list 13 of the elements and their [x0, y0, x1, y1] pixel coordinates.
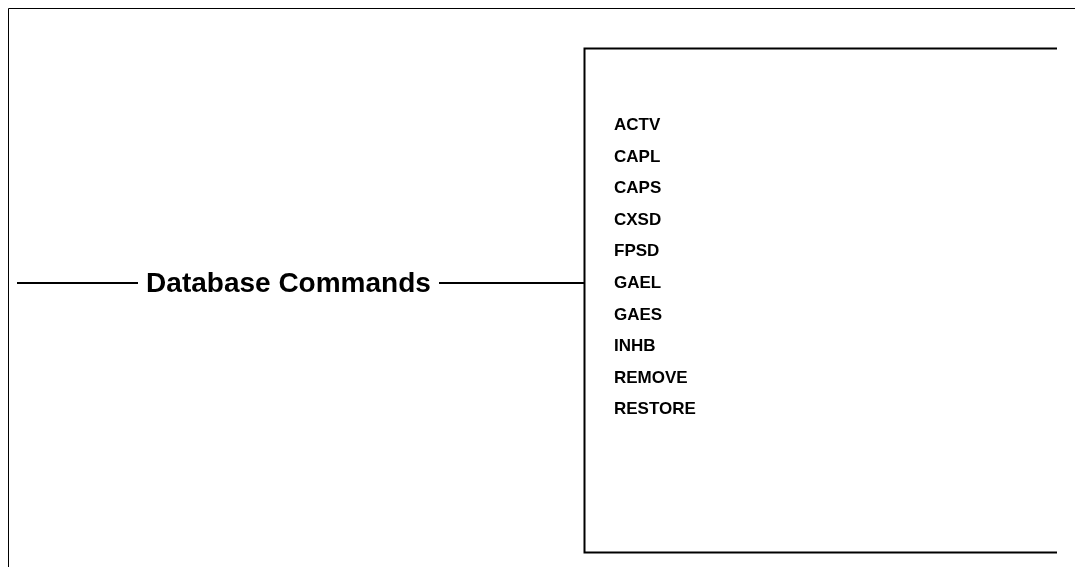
connector-line — [438, 282, 585, 284]
connector-line — [16, 282, 139, 284]
command-name: GAEL — [614, 273, 662, 293]
command-name: REMOVE — [614, 367, 688, 388]
command-name: RESTORE — [614, 399, 696, 420]
command-name: CAPS — [614, 178, 662, 199]
command-name: CXSD — [614, 209, 662, 230]
command-name: CAPL — [614, 146, 661, 167]
command-name: ACTV — [614, 115, 661, 135]
command-name: FPSD — [614, 241, 660, 262]
node-label: Database Commands — [145, 267, 432, 299]
command-name: INHB — [614, 336, 656, 357]
command-name: GAES — [614, 304, 663, 325]
